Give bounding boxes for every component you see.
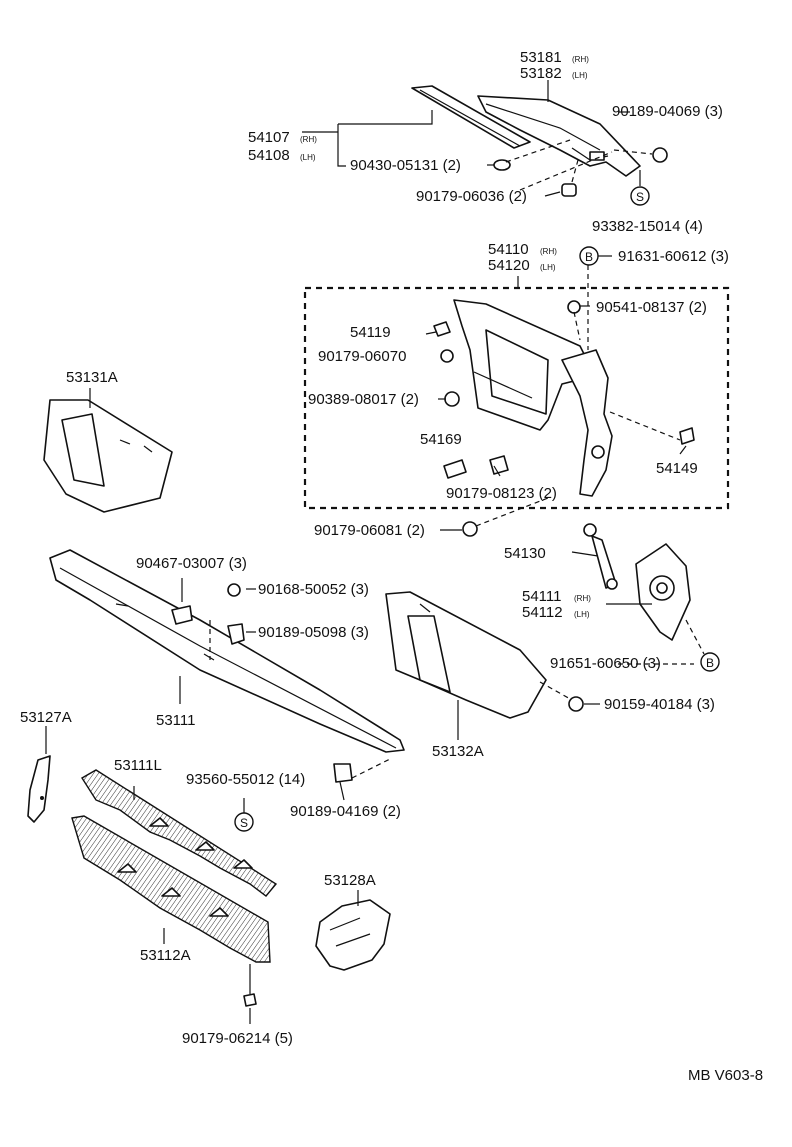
marker-s-bottom: S: [234, 812, 254, 832]
marker-b-top: B: [579, 246, 599, 266]
marker-b-text: B: [706, 656, 714, 670]
label-90179-08123: 90179-08123 (2): [446, 485, 557, 502]
label-54119: 54119: [350, 324, 391, 341]
nut-90389-08017: [444, 391, 460, 407]
bolt-54149: [679, 427, 695, 445]
label-54108-side: (LH): [300, 153, 316, 162]
marker-b-text: B: [585, 250, 593, 264]
nut-90179-06070: [440, 349, 454, 363]
label-54112-side: (LH): [574, 610, 590, 619]
label-54108: 54108: [248, 147, 290, 164]
label-53181-side: (RH): [572, 55, 589, 64]
label-53128A: 53128A: [324, 872, 376, 889]
label-53127A: 53127A: [20, 709, 72, 726]
label-93382-15014: 93382-15014 (4): [592, 218, 703, 235]
marker-s-text: S: [240, 816, 248, 830]
nut-90179-06081: [462, 521, 478, 537]
nut-90179-08123: [489, 455, 509, 475]
label-91631-60612: 91631-60612 (3): [618, 248, 729, 265]
clip-90189-05098: [227, 623, 245, 645]
part-54110-mount: [453, 299, 613, 497]
clip-90179-06036: [561, 183, 577, 197]
label-53132A: 53132A: [432, 743, 484, 760]
label-90189-04169: 90189-04169 (2): [290, 803, 401, 820]
label-90389-08017: 90389-08017 (2): [308, 391, 419, 408]
label-54110-side: (RH): [540, 247, 557, 256]
label-90179-06070: 90179-06070: [318, 348, 406, 365]
label-53112A: 53112A: [140, 947, 191, 964]
part-53128A: [315, 899, 391, 971]
label-54130: 54130: [504, 545, 546, 562]
bolt-90159-40184: [568, 696, 584, 712]
label-54107-side: (RH): [300, 135, 317, 144]
label-54111-side: (RH): [574, 594, 591, 603]
label-90189-04069: 90189-04069 (3): [612, 103, 723, 120]
marker-s-top: S: [630, 186, 650, 206]
nut-90541-08137: [567, 300, 581, 314]
label-90179-06081: 90179-06081 (2): [314, 522, 425, 539]
clip-90467-03007: [171, 605, 193, 625]
label-53181: 53181: [520, 49, 562, 66]
label-54107: 54107: [248, 129, 290, 146]
label-54169: 54169: [420, 431, 462, 448]
label-54110: 54110: [488, 241, 529, 258]
part-53111L-grille: [81, 769, 278, 897]
part-53132A-bracket: [385, 591, 547, 719]
label-54149: 54149: [656, 460, 698, 477]
label-90179-06036: 90179-06036 (2): [416, 188, 527, 205]
bolt-54169: [443, 459, 467, 479]
label-53182-side: (LH): [572, 71, 588, 80]
label-53131A: 53131A: [66, 369, 118, 386]
label-90467-03007: 90467-03007 (3): [136, 555, 247, 572]
part-54111-bracket: [635, 543, 691, 641]
part-53181-bracket: [477, 95, 641, 177]
label-90179-06214: 90179-06214 (5): [182, 1030, 293, 1047]
label-91651-60650: 91651-60650 (3): [550, 655, 661, 672]
part-54107-seal: [411, 85, 531, 149]
label-93560-55012: 93560-55012 (14): [186, 771, 305, 788]
label-90159-40184: 90159-40184 (3): [604, 696, 715, 713]
label-90430-05131: 90430-05131 (2): [350, 157, 461, 174]
label-90168-50052: 90168-50052 (3): [258, 581, 369, 598]
clip-90189-04169: [333, 763, 353, 783]
part-54130-stay: [583, 523, 618, 590]
part-53112A-grille: [71, 815, 271, 963]
labels: 53181 (RH) 53182 (LH) 90189-04069 (3) 54…: [20, 49, 763, 1084]
marker-s-text: S: [636, 190, 644, 204]
diagram-code: MB V603-8: [688, 1067, 763, 1084]
assembly-dashed-box: [303, 286, 730, 510]
label-53111: 53111: [156, 712, 196, 729]
label-54112: 54112: [522, 604, 563, 621]
part-53127A: [27, 755, 51, 823]
bolt-90179-06214: [243, 993, 257, 1007]
clip-90168-50052: [227, 583, 241, 597]
label-53111L: 53111L: [114, 757, 162, 774]
label-54120: 54120: [488, 257, 530, 274]
label-90541-08137: 90541-08137 (2): [596, 299, 707, 316]
marker-b-bottom: B: [700, 652, 720, 672]
clip-90189-04069: [652, 147, 668, 163]
label-54111: 54111: [522, 588, 562, 605]
part-53131A-bracket: [43, 399, 173, 513]
bolt-54119: [425, 321, 451, 337]
label-90189-05098: 90189-05098 (3): [258, 624, 369, 641]
label-53182: 53182: [520, 65, 562, 82]
label-54120-side: (LH): [540, 263, 556, 272]
